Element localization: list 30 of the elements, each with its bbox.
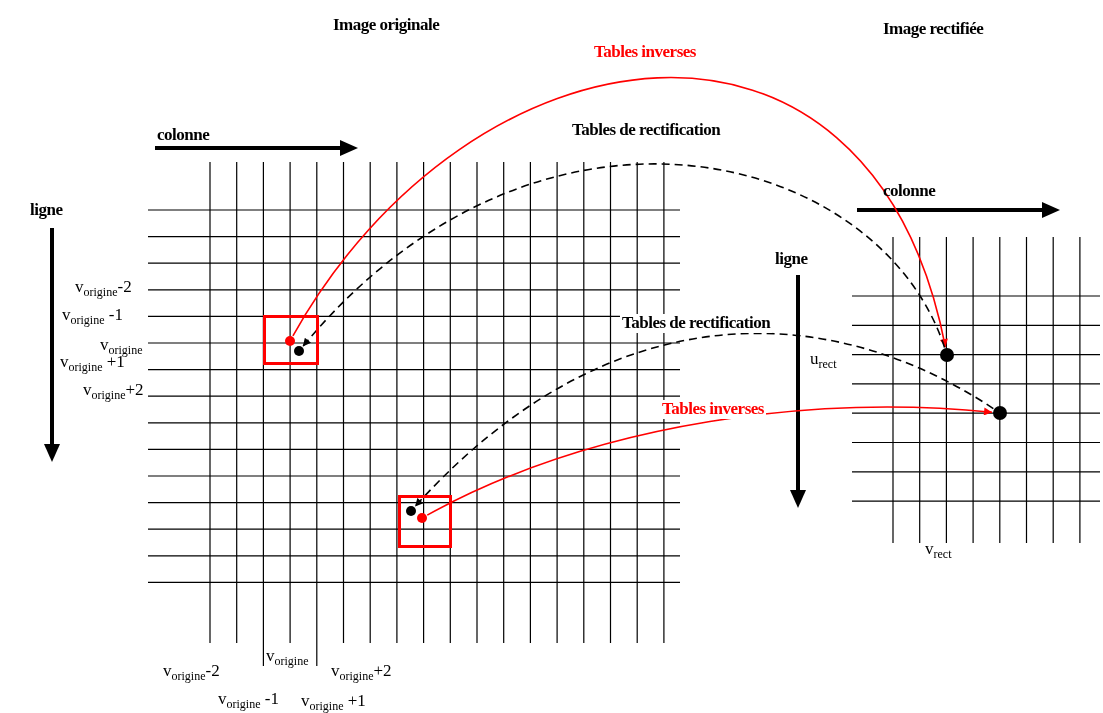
neighbourhood-frame xyxy=(398,495,452,548)
index-label: v$_{origine}$-2 xyxy=(75,278,132,299)
index-label: v$_{origine}$ -1 xyxy=(218,690,279,711)
edge-label: Tables de rectification xyxy=(620,314,773,333)
index-label: v$_{origine}$ -1 xyxy=(62,306,123,327)
point-marker xyxy=(294,346,304,356)
index-label: v$_{origine}$ xyxy=(266,647,309,668)
neighbourhood-frame xyxy=(263,315,319,365)
curved-arrow xyxy=(426,406,993,516)
point-marker xyxy=(417,513,427,523)
axis-label: colonne xyxy=(883,182,936,199)
curved-arrow xyxy=(414,332,995,508)
index-label: v$_{rect}$ xyxy=(925,540,952,561)
title: Image rectifiée xyxy=(883,20,984,37)
edge-label: Tables inverses xyxy=(660,400,766,419)
index-label: v$_{origine}$+2 xyxy=(83,381,144,402)
curved-arrow xyxy=(292,77,948,348)
index-label: v$_{origine}$ +1 xyxy=(301,692,366,713)
index-label: u$_{rect}$ xyxy=(810,350,837,371)
axis-label: ligne xyxy=(30,201,63,218)
point-marker xyxy=(285,336,295,346)
point-marker xyxy=(940,348,954,362)
axis-label: ligne xyxy=(775,250,808,267)
curved-arrow xyxy=(302,164,946,349)
index-label: v$_{origine}$-2 xyxy=(163,662,220,683)
title: Image originale xyxy=(333,16,440,33)
point-marker xyxy=(993,406,1007,420)
axis-label: colonne xyxy=(157,126,210,143)
point-marker xyxy=(406,506,416,516)
index-label: v$_{origine}$+2 xyxy=(331,662,392,683)
